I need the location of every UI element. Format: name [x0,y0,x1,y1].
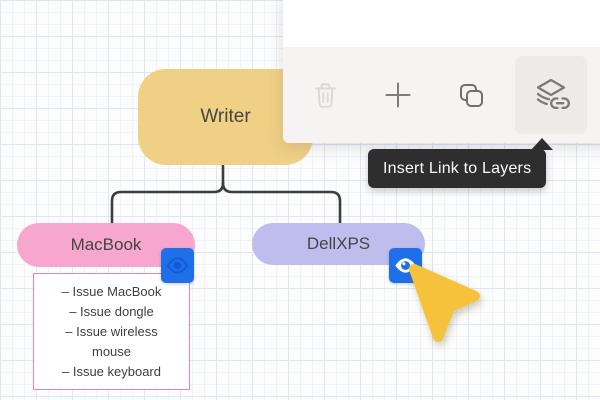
note-item: – Issue wireless mouse [65,323,158,359]
node-dellxps[interactable]: DellXPS [252,223,425,265]
node-macbook-label: MacBook [70,235,142,254]
node-dellxps-label: DellXPS [306,234,371,253]
visibility-eye-button-dellxps[interactable] [389,248,422,283]
layers-link-icon [536,78,570,110]
floating-toolbar-panel [283,0,600,143]
plus-icon [385,82,411,108]
delete-button[interactable] [297,67,353,123]
visibility-eye-button-macbook[interactable] [161,248,194,283]
insert-link-to-layers-button[interactable] [515,56,587,134]
node-writer-label: Writer [200,106,251,127]
trash-icon [314,82,336,108]
tooltip-text: Insert Link to Layers [383,159,532,177]
note-item: – Issue dongle [69,303,154,319]
note-item: – Issue MacBook [61,283,162,299]
duplicate-button[interactable] [443,67,499,123]
eye-icon [166,257,189,274]
tooltip: Insert Link to Layers [368,149,547,188]
duplicate-icon [459,83,483,107]
issues-note-box[interactable]: – Issue MacBook – Issue dongle – Issue w… [33,273,190,390]
eye-icon-active [395,258,416,273]
tooltip-arrow [531,138,553,150]
note-item: – Issue keyboard [61,363,161,379]
add-button[interactable] [370,67,426,123]
toolbar-row [283,47,600,143]
